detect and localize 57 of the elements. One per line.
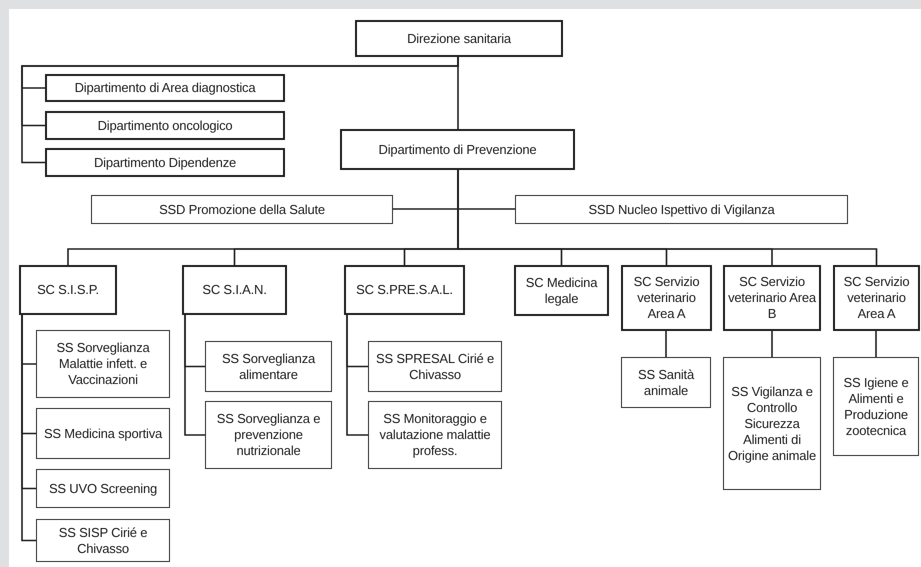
unit-name: Direzione sanitaria xyxy=(407,30,511,46)
connector-line xyxy=(457,57,459,129)
unit-name: SS Vigilanza e Controllo Sicurezza Alimenti di Origine animale xyxy=(726,384,818,464)
unit-name: SS UVO Screening xyxy=(48,480,158,496)
unit-name: SS SISP Cirié e Chivasso xyxy=(58,524,148,556)
unit-box xyxy=(36,408,170,459)
connector-line xyxy=(875,331,877,357)
unit-box xyxy=(205,341,332,392)
unit-box xyxy=(723,357,821,490)
connector-line xyxy=(665,331,667,357)
unit-name: SC Servizio veterinario Area A xyxy=(842,274,910,322)
unit-name: Dipartimento di Prevenzione xyxy=(378,142,536,158)
unit-box xyxy=(36,469,170,508)
connector-line xyxy=(184,315,205,436)
connector-line xyxy=(771,331,773,357)
unit-name: SS Sorveglianza Malattie infett. e Vaccinazioni xyxy=(55,340,151,388)
unit-name: SS Sorveglianza e prevenzione nutrizionale xyxy=(216,411,322,459)
unit-box xyxy=(368,341,502,392)
department-box xyxy=(340,129,575,170)
complex-unit-box xyxy=(182,265,287,315)
department-box xyxy=(45,148,285,177)
complex-unit-box xyxy=(344,265,465,315)
complex-unit-box xyxy=(833,265,920,331)
connector-line xyxy=(21,315,36,542)
unit-name: SC Servizio veterinario Area A xyxy=(632,274,700,322)
department-box xyxy=(355,20,563,57)
unit-name: Dipartimento di Area diagnostica xyxy=(74,80,256,96)
unit-box xyxy=(515,195,848,224)
unit-name: SS Medicina sportiva xyxy=(44,426,162,442)
unit-name: SC S.I.A.N. xyxy=(202,282,267,298)
unit-name: SS Monitoraggio e valutazione malattie profess. xyxy=(378,411,492,459)
unit-box xyxy=(36,519,170,562)
unit-name: SSD Promozione della Salute xyxy=(159,202,325,218)
unit-name: SC S.PRE.S.A.L. xyxy=(356,282,453,298)
complex-unit-box xyxy=(621,265,712,331)
unit-name: Dipartimento oncologico xyxy=(98,118,232,134)
unit-name: SS SPRESAL Cirié e Chivasso xyxy=(374,350,496,382)
complex-unit-box xyxy=(19,265,117,315)
unit-name: SC Medicina legale xyxy=(524,274,598,306)
unit-box xyxy=(205,401,332,469)
unit-name: SS Sorveglianza alimentare xyxy=(220,350,316,382)
complex-unit-box xyxy=(723,265,821,331)
unit-box xyxy=(36,330,170,398)
unit-box xyxy=(621,357,711,408)
unit-box xyxy=(833,357,919,456)
department-box xyxy=(45,111,285,140)
unit-name: SS Igiene e Alimenti e Produzione zootecnica xyxy=(842,374,910,438)
connector-line xyxy=(346,315,368,436)
unit-box xyxy=(91,195,393,224)
complex-unit-box xyxy=(514,265,609,316)
department-box xyxy=(45,74,285,102)
unit-name: SS Sanità animale xyxy=(636,366,696,398)
unit-name: SC Servizio veterinario Area B xyxy=(727,274,817,322)
unit-name: Dipartimento Dipendenze xyxy=(94,154,236,170)
unit-name: SSD Nucleo Ispettivo di Vigilanza xyxy=(588,202,775,218)
unit-box xyxy=(368,401,502,469)
unit-name: SC S.I.S.P. xyxy=(37,282,99,298)
